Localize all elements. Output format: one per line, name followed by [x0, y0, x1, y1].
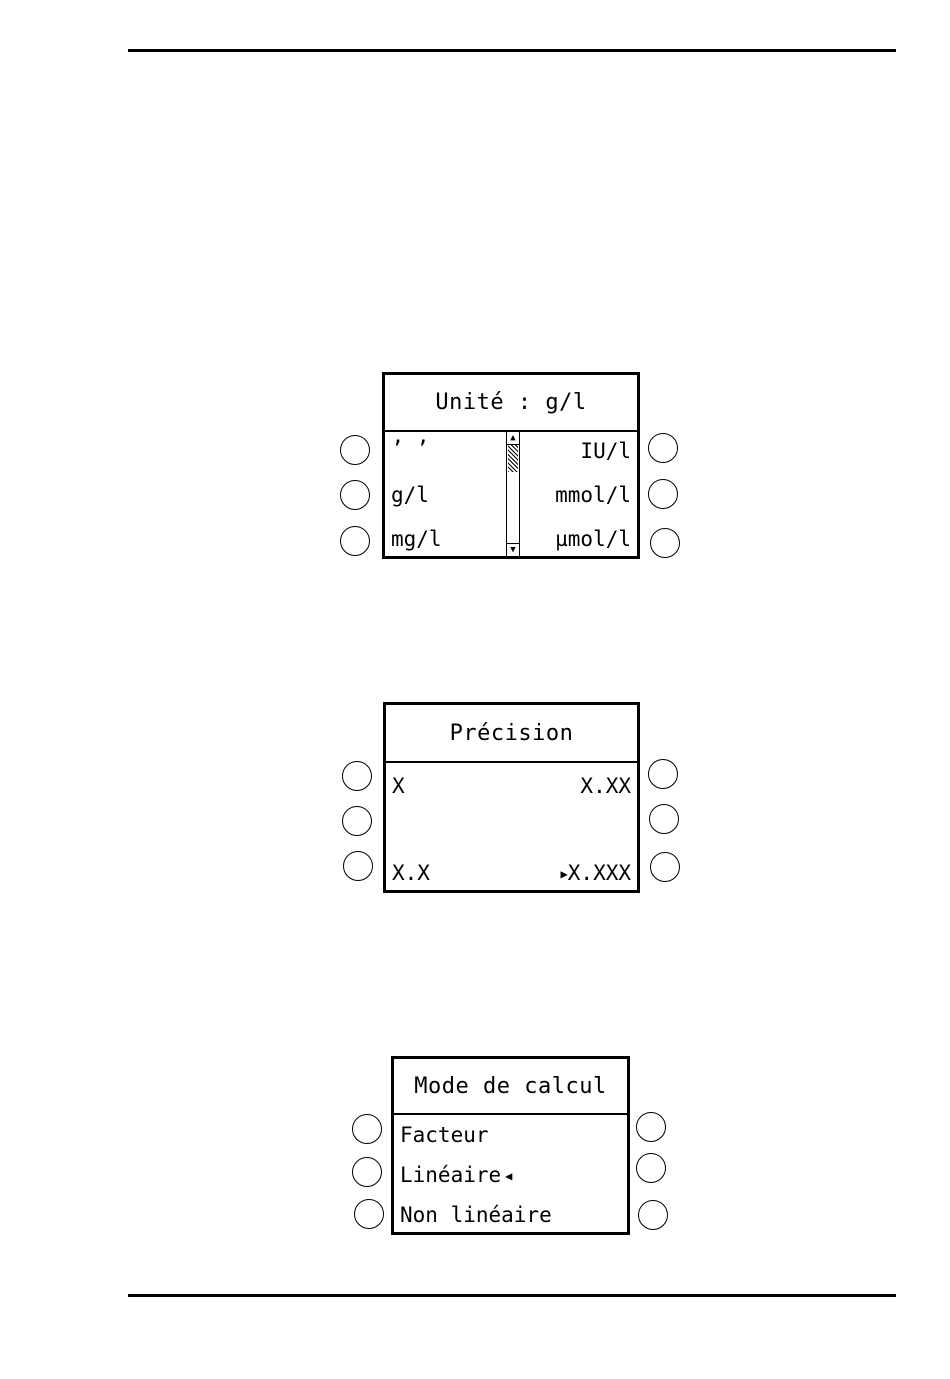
softkey-left-2[interactable] [342, 806, 372, 836]
softkey-right-3[interactable] [638, 1200, 668, 1230]
scroll-up-icon[interactable]: ▲ [507, 432, 519, 445]
softkey-right-1[interactable] [648, 759, 678, 789]
softkey-left-3[interactable] [343, 851, 373, 881]
softkey-left-3[interactable] [340, 526, 370, 556]
scroll-down-icon[interactable]: ▼ [507, 543, 519, 556]
precision-option-x-xx[interactable]: X.XX [580, 774, 631, 798]
softkey-left-1[interactable] [340, 435, 370, 465]
scroll-thumb[interactable] [508, 445, 518, 472]
unit-option-umol-per-l[interactable]: µmol/l [555, 527, 631, 551]
calc-mode-option-non-lineaire[interactable]: Non linéaire [400, 1203, 552, 1227]
precision-option-x[interactable]: X [392, 774, 405, 798]
precision-option-x-xxx-label: X.XXX [568, 861, 631, 885]
bottom-rule [128, 1294, 896, 1297]
precision-screen-title: Précision [386, 705, 637, 763]
precision-screen: Précision X X.X X.XX ▶X.XXX [383, 702, 640, 893]
softkey-left-2[interactable] [340, 480, 370, 510]
calc-mode-option-lineaire[interactable]: Linéaire◀ [400, 1163, 512, 1188]
softkey-right-1[interactable] [636, 1112, 666, 1142]
calc-mode-screen-title: Mode de calcul [394, 1059, 627, 1115]
softkey-right-2[interactable] [648, 479, 678, 509]
unit-option-mmol-per-l[interactable]: mmol/l [555, 483, 631, 507]
selected-marker-icon: ◀ [505, 1164, 512, 1188]
unit-screen: Unité : g/l ’ ’ g/l mg/l ▲ ▼ IU/l mmol/l… [382, 372, 640, 559]
unit-option-g-per-l[interactable]: g/l [391, 483, 429, 507]
softkey-left-1[interactable] [352, 1114, 382, 1144]
unit-scrollbar[interactable]: ▲ ▼ [506, 432, 520, 556]
softkey-left-1[interactable] [342, 761, 372, 791]
softkey-right-2[interactable] [649, 804, 679, 834]
calc-mode-option-facteur[interactable]: Facteur [400, 1123, 489, 1147]
calc-mode-screen: Mode de calcul Facteur Linéaire◀ Non lin… [391, 1056, 630, 1235]
softkey-right-3[interactable] [650, 852, 680, 882]
unit-option-left-1[interactable]: ’ ’ [391, 437, 429, 461]
softkey-right-2[interactable] [636, 1153, 666, 1183]
softkey-right-1[interactable] [648, 433, 678, 463]
selected-marker-icon: ▶ [561, 862, 568, 886]
unit-screen-title: Unité : g/l [385, 375, 637, 432]
softkey-left-3[interactable] [354, 1199, 384, 1229]
softkey-right-3[interactable] [650, 528, 680, 558]
calc-mode-option-lineaire-label: Linéaire [400, 1163, 501, 1187]
unit-option-mg-per-l[interactable]: mg/l [391, 527, 442, 551]
precision-option-x-xxx[interactable]: ▶X.XXX [561, 861, 631, 886]
top-rule [128, 49, 896, 52]
unit-option-iu-per-l[interactable]: IU/l [580, 439, 631, 463]
softkey-left-2[interactable] [352, 1157, 382, 1187]
precision-option-x-x[interactable]: X.X [392, 861, 430, 885]
